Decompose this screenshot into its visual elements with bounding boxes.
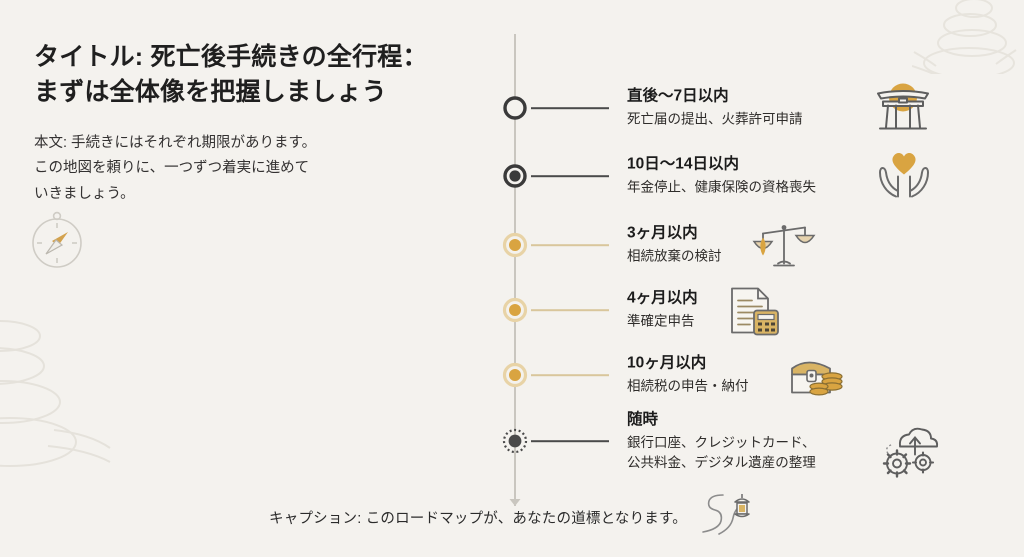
- left-text-column: タイトル: 死亡後手続きの全行程： まずは全体像を把握しましょう 本文: 手続き…: [34, 40, 464, 207]
- caption-text: キャプション: このロードマップが、あなたの道標となります。: [269, 511, 687, 527]
- timeline-connector: [531, 107, 609, 109]
- timeline-connector: [531, 309, 609, 311]
- timeline-marker-dashed-dark[interactable]: [500, 426, 530, 456]
- timeline-item-desc: 銀行口座、クレジットカード、 公共料金、デジタル遺産の整理: [627, 435, 816, 470]
- timeline-item-desc: 準確定申告: [627, 313, 695, 329]
- timeline-marker-filled-dark[interactable]: [500, 161, 530, 191]
- timeline-item-text: 10日〜14日以内 年金停止、健康保険の資格喪失: [627, 155, 927, 198]
- timeline-item-text: 10ヶ月以内 相続税の申告・納付: [627, 354, 927, 397]
- timeline-connector: [531, 440, 609, 442]
- timeline-item-desc: 死亡届の提出、火葬許可申請: [627, 111, 803, 127]
- heart-in-hands-icon: [874, 147, 934, 206]
- timeline-item-text: 4ヶ月以内 準確定申告: [627, 289, 927, 332]
- timeline-item-label: 随時: [627, 410, 659, 428]
- timeline-marker-gold[interactable]: [500, 230, 530, 260]
- timeline-item-desc: 相続税の申告・納付: [627, 378, 749, 394]
- timeline-item-label: 10ヶ月以内: [627, 354, 707, 372]
- timeline-marker-gold[interactable]: [500, 360, 530, 390]
- page-title: タイトル: 死亡後手続きの全行程： まずは全体像を把握しましょう: [34, 43, 428, 106]
- timeline-item-label: 4ヶ月以内: [627, 289, 698, 307]
- treasure-chest-coins-icon: [784, 349, 848, 406]
- scales-of-justice-icon: [752, 220, 816, 281]
- timeline-item-desc: 相続放棄の検討: [627, 248, 722, 264]
- caption-area: キャプション: このロードマップが、あなたの道標となります。: [0, 492, 1024, 543]
- timeline-item-label: 10日〜14日以内: [627, 155, 739, 173]
- document-calculator-icon: [724, 285, 784, 344]
- cloud-gears-icon: [880, 422, 942, 485]
- timeline-connector: [531, 175, 609, 177]
- timeline-connector: [531, 374, 609, 376]
- timeline-marker-gold[interactable]: [500, 295, 530, 325]
- timeline-axis: [514, 34, 516, 506]
- timeline-connector: [531, 244, 609, 246]
- timeline-axis-arrow-icon: [507, 489, 523, 507]
- timeline-item-label: 直後〜7日以内: [627, 87, 729, 105]
- torii-gate-icon: [872, 78, 934, 139]
- timeline-item-desc: 年金停止、健康保険の資格喪失: [627, 179, 816, 195]
- timeline-item-text: 直後〜7日以内 死亡届の提出、火葬許可申請: [627, 87, 927, 130]
- timeline-item-label: 3ヶ月以内: [627, 224, 698, 242]
- winding-road-lantern-icon: [697, 492, 755, 543]
- timeline-item-text: 随時 銀行口座、クレジットカード、 公共料金、デジタル遺産の整理: [627, 410, 927, 473]
- timeline-item-text: 3ヶ月以内 相続放棄の検討: [627, 224, 927, 267]
- body-text: 本文: 手続きにはそれぞれ期限があります。 この地図を頼りに、一つずつ着実に進め…: [34, 135, 317, 202]
- timeline-marker-hollow-dark[interactable]: [500, 93, 530, 123]
